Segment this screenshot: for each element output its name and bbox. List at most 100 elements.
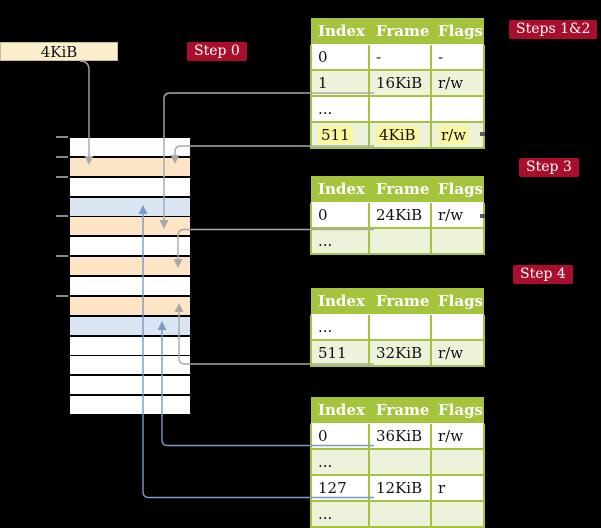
memory-row-3-blue [70,197,190,216]
pte-flags-cell: r/w [430,339,485,367]
pte-index-cell: 0 [310,201,370,229]
pte-frame-value: - [376,48,382,66]
pt-header-index: Index [311,18,369,44]
pte-index-value: ... [318,318,333,336]
pte-flags-cell: r/w [430,69,485,97]
pte-index-value: ... [318,505,333,523]
pt-header-frame: Frame [368,397,431,423]
marker-pt1-entry511 [480,132,485,136]
pte-flags-cell [430,500,485,528]
pt-header-frame: Frame [368,18,431,44]
pte-flags-value: r/w [438,206,464,224]
pte-frame-cell: 24KiB [368,201,432,229]
pte-flags-value: r/w [438,344,464,362]
pte-flags-cell [430,227,485,255]
pte-frame-value: 4KiB [376,126,419,144]
pte-index-cell: ... [310,500,370,528]
pte-frame-value: 16KiB [376,74,423,92]
pte-flags-cell: r/w [430,201,485,229]
pte-index-value: 1 [318,74,328,92]
pt-header-frame: Frame [368,288,431,314]
pte-flags-cell [430,448,485,476]
pt-header-frame: Frame [368,176,431,202]
pte-frame-cell [368,448,432,476]
marker-pt2-entry0 [480,214,485,218]
pte-frame-cell: 32KiB [368,339,432,367]
step-0-badge: Step 0 [187,42,247,61]
pte-flags-value: r/w [438,74,464,92]
pte-flags-value: r [438,479,446,497]
pte-flags-value: - [438,48,444,66]
memory-row-7-white [70,276,190,295]
pt-header-index: Index [311,397,369,423]
pte-frame-cell: 16KiB [368,69,432,97]
pte-flags-cell [430,313,485,341]
memory-row-8-peach [70,296,190,315]
pte-frame-cell [368,227,432,255]
page-table-base-pointer-box: 4KiB [0,42,118,61]
pte-flags-cell: r [430,474,485,502]
pte-index-cell: 0 [310,422,370,450]
pte-frame-cell [368,313,432,341]
pte-frame-cell: - [368,43,432,71]
pte-index-cell: ... [310,448,370,476]
memory-address-tick [56,255,68,258]
pte-flags-cell: r/w [430,422,485,450]
pte-index-cell: ... [310,227,370,255]
step-3-badge: Step 3 [519,158,579,177]
pte-index-value: 511 [318,126,353,144]
pte-frame-value: 24KiB [376,206,423,224]
memory-row-9-blue [70,316,190,335]
memory-row-6-peach [70,257,190,276]
pt-header-flags: Flags [430,176,484,202]
memory-address-tick [56,215,68,218]
pte-index-cell: 1 [310,69,370,97]
pte-frame-cell: 36KiB [368,422,432,450]
pte-index-cell: 127 [310,474,370,502]
pte-flags-cell [430,95,485,123]
memory-row-0-white [70,138,190,156]
pte-index-cell: ... [310,313,370,341]
pte-index-value: ... [318,232,333,250]
pte-index-value: 0 [318,48,328,66]
pt-header-index: Index [311,176,369,202]
pte-frame-cell [368,95,432,123]
pte-frame-cell: 4KiB [368,121,432,149]
pte-frame-value: 36KiB [376,427,423,445]
memory-row-1-peach [70,157,190,176]
pte-index-value: 0 [318,206,328,224]
pte-index-cell: 0 [310,43,370,71]
pte-frame-value: 12KiB [376,479,423,497]
pte-frame-cell: 12KiB [368,474,432,502]
memory-address-tick [56,175,68,178]
memory-row-12-white [70,376,190,395]
pte-index-value: 127 [318,479,347,497]
pt-header-flags: Flags [430,18,484,44]
pte-index-value: 511 [318,344,347,362]
pte-frame-cell [368,500,432,528]
pt-header-flags: Flags [430,288,484,314]
step-4-badge: Step 4 [513,265,573,284]
pte-index-value: 0 [318,427,328,445]
pte-index-cell: 511 [310,339,370,367]
memory-address-tick [56,155,68,158]
pte-flags-cell: - [430,43,485,71]
memory-row-11-white [70,356,190,375]
pte-flags-cell: r/w [430,121,485,149]
pte-index-value: ... [318,453,333,471]
steps-1-2-badge: Steps 1&2 [509,20,598,39]
memory-address-tick [56,136,68,138]
pt-header-flags: Flags [430,397,484,423]
pte-index-value: ... [318,100,333,118]
memory-row-13-white [70,396,190,415]
pte-flags-value: r/w [438,427,464,445]
memory-row-10-white [70,336,190,355]
pte-frame-value: 32KiB [376,344,423,362]
memory-row-4-peach [70,217,190,236]
pte-index-cell: ... [310,95,370,123]
